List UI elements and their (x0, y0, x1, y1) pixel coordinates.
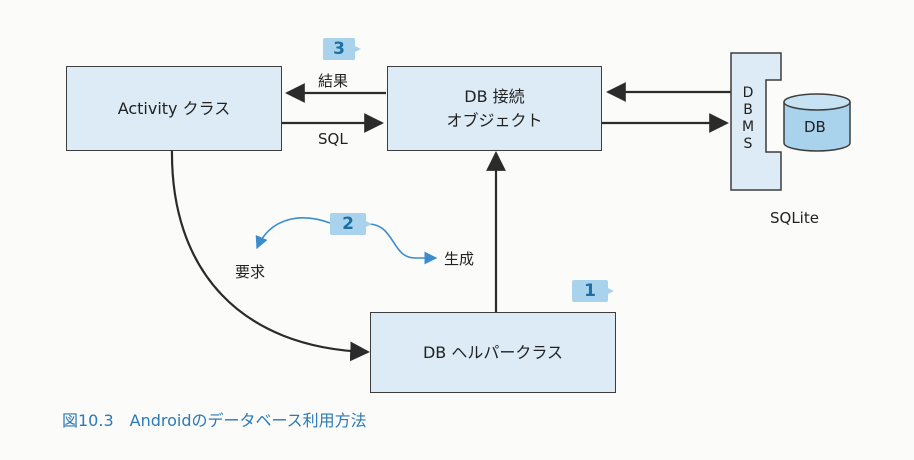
step-2-number: 2 (342, 214, 354, 234)
db-helper-label: DB ヘルパークラス (422, 342, 564, 362)
db-connection-label-2: オブジェクト (446, 110, 543, 130)
step-badge-1: 1 (572, 280, 614, 302)
step-badge-3: 3 (323, 38, 361, 60)
create-label: 生成 (444, 250, 475, 268)
sql-label: SQL (318, 130, 348, 148)
dbms-letter-b: B (743, 102, 753, 118)
step-badge-2: 2 (330, 213, 372, 235)
dbms-label: D B M S (738, 85, 758, 153)
dbms-bracket (730, 52, 782, 191)
db-connection-label-1: DB 接続 (464, 87, 525, 107)
step-1-number: 1 (584, 281, 596, 301)
activity-class-box: Activity クラス (66, 66, 282, 151)
step-2-tail (366, 221, 372, 227)
flow-curve-right (369, 223, 438, 265)
db-label: DB (804, 118, 826, 136)
db-connection-box: DB 接続 オブジェクト (387, 66, 602, 151)
db-helper-box: DB ヘルパークラス (370, 312, 616, 393)
step-3-number: 3 (333, 39, 345, 59)
request-curve-arrow (170, 147, 370, 362)
figure-caption: 図10.3 Androidのデータベース利用方法 (62, 411, 367, 430)
activity-class-label: Activity クラス (117, 98, 231, 118)
flow-curve-left (255, 217, 331, 250)
db-cylinder (783, 93, 851, 152)
result-label: 結果 (318, 72, 349, 90)
sqlite-label: SQLite (770, 209, 819, 227)
dbms-letter-d: D (742, 85, 754, 101)
request-label: 要求 (235, 263, 266, 281)
dbms-letter-s: S (743, 136, 753, 152)
step-3-tail (355, 46, 361, 52)
dbms-letter-m: M (741, 119, 755, 135)
step-1-tail (608, 288, 614, 294)
